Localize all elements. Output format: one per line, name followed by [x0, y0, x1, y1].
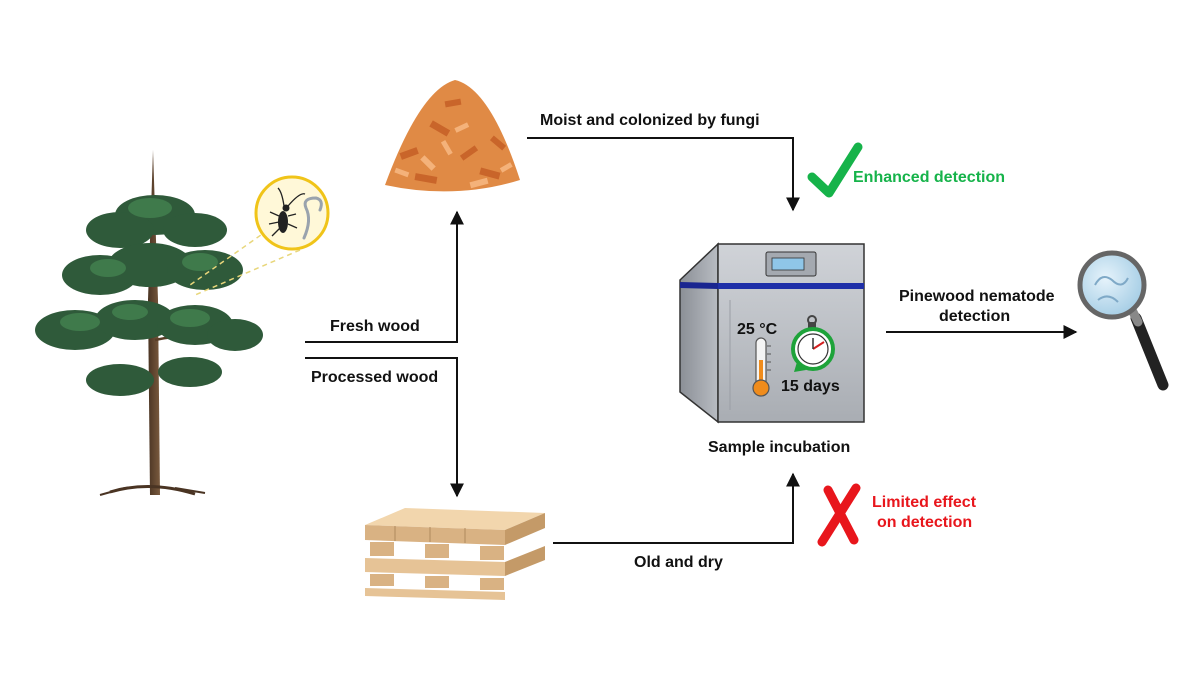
incubator-icon: [679, 242, 865, 424]
fresh-wood-label: Fresh wood: [330, 318, 420, 335]
processed-wood-label: Processed wood: [311, 369, 438, 386]
checkmark-icon: [807, 142, 863, 198]
magnifier-icon: [1077, 250, 1169, 391]
nematode-detection-label-2: detection: [939, 308, 1010, 325]
beetle-nematode-icon: [254, 175, 330, 251]
moist-fungi-label: Moist and colonized by fungi: [540, 112, 760, 129]
wood-chips-icon: [385, 80, 520, 192]
wood-pallet-icon: [365, 508, 545, 600]
cross-icon: [817, 483, 861, 547]
thermometer-icon: [752, 337, 771, 397]
limited-effect-label: Limited effect: [872, 494, 977, 511]
old-dry-label: Old and dry: [634, 554, 723, 571]
flow-arrows: [305, 137, 1078, 544]
enhanced-detection-label: Enhanced detection: [853, 169, 1005, 186]
stopwatch-icon: [791, 315, 835, 372]
temperature-label: 25 °C: [737, 321, 778, 338]
callout-lines: [189, 229, 301, 296]
on-detection-label: on detection: [877, 514, 972, 531]
nematode-detection-label-1: Pinewood nematode: [899, 288, 1055, 305]
pine-tree-icon: [35, 150, 263, 496]
duration-label: 15 days: [781, 378, 840, 395]
sample-incubation-label: Sample incubation: [708, 439, 850, 456]
